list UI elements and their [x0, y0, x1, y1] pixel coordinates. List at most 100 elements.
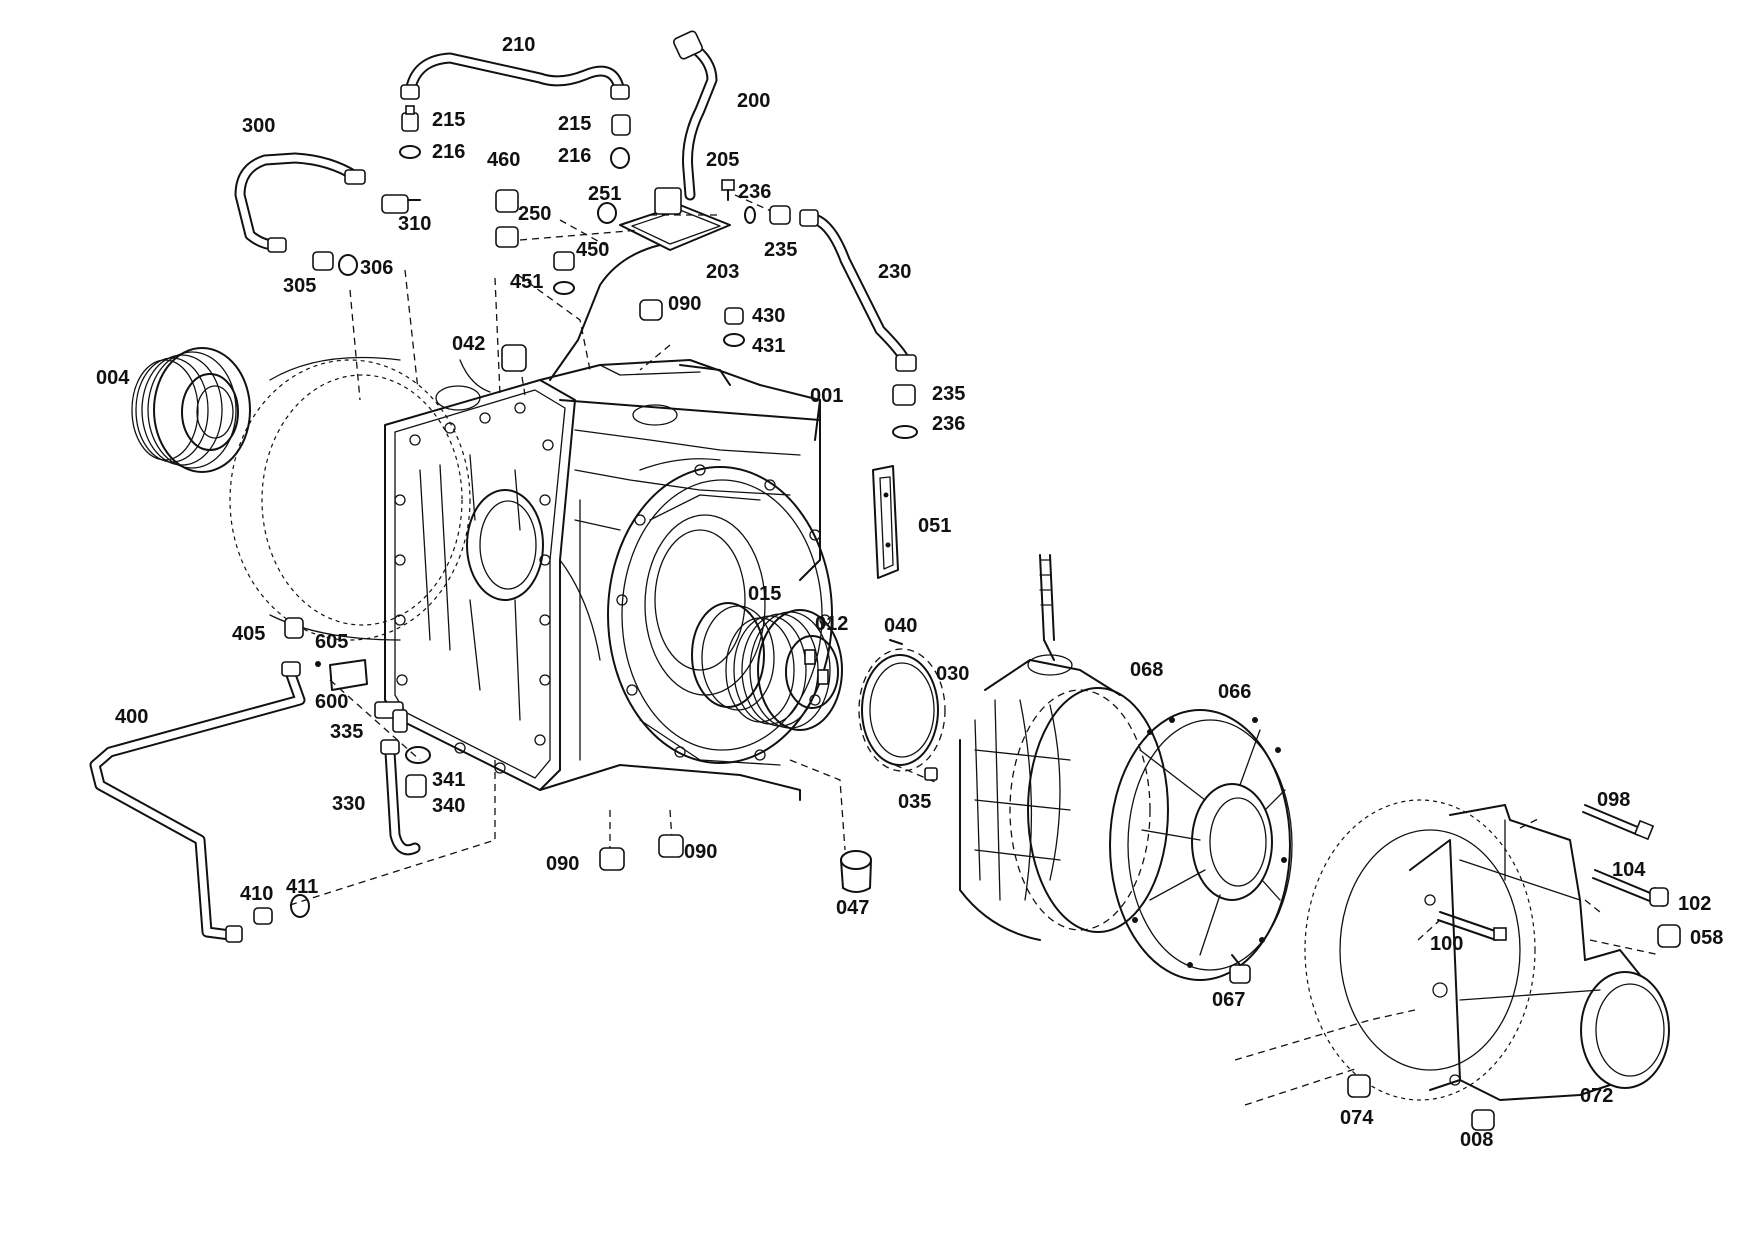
label-008: 008	[1460, 1129, 1493, 1151]
screw-035	[924, 767, 938, 781]
label-410: 410	[240, 883, 273, 905]
label-330: 330	[332, 793, 365, 815]
washer-236-mid	[892, 425, 918, 439]
plug-058	[1657, 924, 1681, 948]
leader-lines	[289, 194, 1661, 1131]
washer-216-left	[399, 145, 421, 159]
washer-306	[338, 254, 358, 276]
label-042: 042	[452, 333, 485, 355]
label-074: 074	[1340, 1107, 1374, 1129]
fitting-235-top	[769, 205, 791, 225]
plug-090-bottom-right	[658, 834, 684, 858]
label-047: 047	[836, 897, 869, 919]
cover-066	[1109, 709, 1293, 981]
sleeve-047	[840, 850, 872, 893]
label-460: 460	[487, 149, 520, 171]
label-400: 400	[115, 706, 148, 728]
plug-090-top	[639, 299, 663, 321]
label-600: 600	[315, 691, 348, 713]
label-250: 250	[518, 203, 551, 225]
label-102: 102	[1678, 893, 1711, 915]
label-090b: 090	[546, 853, 579, 875]
label-215a: 215	[432, 109, 465, 131]
plate-600	[329, 659, 368, 691]
plug-090-bottom-left	[599, 847, 625, 871]
hub-012	[725, 609, 843, 731]
label-310: 310	[398, 213, 431, 235]
washer-411	[290, 894, 310, 918]
label-411: 411	[286, 876, 318, 898]
label-236a: 236	[738, 181, 771, 203]
label-251: 251	[588, 183, 621, 205]
plug-102	[1649, 887, 1669, 907]
label-335: 335	[330, 721, 363, 743]
label-051: 051	[918, 515, 951, 537]
label-100: 100	[1430, 933, 1463, 955]
label-090a: 090	[668, 293, 701, 315]
label-072: 072	[1580, 1085, 1613, 1107]
fitting-335	[374, 701, 408, 733]
bracket-051	[872, 465, 899, 579]
washer-451	[553, 281, 575, 295]
label-341: 341	[432, 769, 465, 791]
fitting-410	[253, 907, 273, 925]
screw-205	[721, 179, 735, 201]
plug-430	[724, 307, 744, 325]
label-451: 451	[510, 271, 543, 293]
pipe-230	[799, 209, 917, 372]
label-066: 066	[1218, 681, 1251, 703]
part-labels: 210 200 300 215 216 215 216 205 460 236 …	[96, 34, 1723, 1151]
washer-236-top	[744, 206, 756, 224]
washer-251	[597, 202, 617, 224]
pipe-400	[89, 661, 306, 943]
transmission-068	[959, 554, 1169, 941]
label-203: 203	[706, 261, 739, 283]
plug-042	[501, 344, 527, 372]
fitting-235-mid	[892, 384, 916, 406]
label-098: 098	[1597, 789, 1630, 811]
fitting-215-left	[401, 105, 419, 132]
screw-067	[1229, 954, 1251, 984]
pin-040	[889, 639, 903, 645]
label-235b: 235	[932, 383, 965, 405]
pipe-330	[380, 739, 421, 856]
label-205: 205	[706, 149, 739, 171]
washer-431	[723, 333, 745, 347]
label-067: 067	[1212, 989, 1245, 1011]
gear-030	[858, 648, 946, 772]
label-210: 210	[502, 34, 535, 56]
label-035: 035	[898, 791, 931, 813]
label-068: 068	[1130, 659, 1163, 681]
label-340: 340	[432, 795, 465, 817]
label-012: 012	[815, 613, 848, 635]
label-015: 015	[748, 583, 781, 605]
fitting-310	[381, 194, 421, 214]
label-230: 230	[878, 261, 911, 283]
pulley-004	[131, 347, 251, 473]
label-430: 430	[752, 305, 785, 327]
label-200: 200	[737, 90, 770, 112]
label-305: 305	[283, 275, 316, 297]
plug-405	[284, 617, 304, 639]
label-300: 300	[242, 115, 275, 137]
bolt-098	[1582, 804, 1655, 841]
label-306: 306	[360, 257, 393, 279]
fitting-215-right	[611, 114, 631, 136]
washer-341	[405, 746, 431, 764]
label-030: 030	[936, 663, 969, 685]
label-090c: 090	[684, 841, 717, 863]
plug-008	[1471, 1109, 1495, 1131]
fitting-305	[312, 251, 334, 271]
pipe-200	[672, 30, 718, 201]
label-450: 450	[576, 239, 609, 261]
pipe-210	[400, 52, 630, 100]
plug-250	[495, 226, 519, 248]
label-215b: 215	[558, 113, 591, 135]
label-431: 431	[752, 335, 785, 357]
plug-460	[495, 189, 519, 213]
washer-216-right	[610, 147, 630, 169]
label-236b: 236	[932, 413, 965, 435]
main-housing-001	[229, 356, 833, 801]
valve-203	[549, 187, 731, 381]
